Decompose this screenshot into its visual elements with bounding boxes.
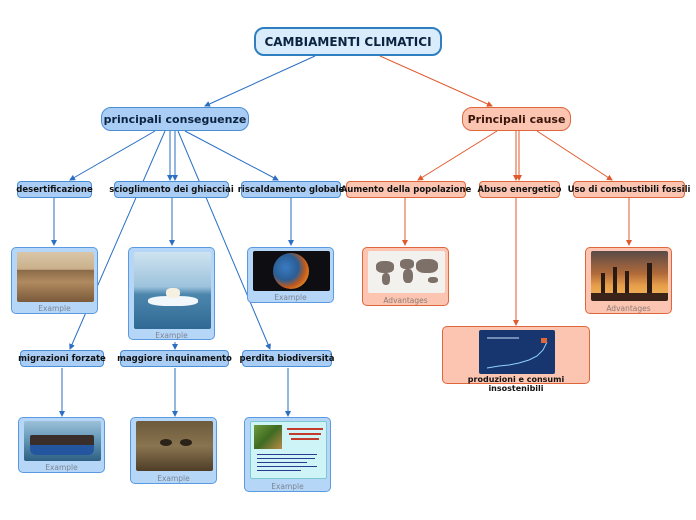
energy-chart-image (479, 330, 555, 374)
smoking-chimneys-image (591, 251, 668, 301)
image-caption: Example (271, 482, 304, 491)
subtopic-aumento-popolazione[interactable]: Aumento della popolazione (341, 181, 471, 198)
subtopic-label: scioglimento dei ghiacciai (109, 184, 234, 195)
burning-earth-image (253, 251, 330, 291)
subtopic-scioglimento-ghiacciai[interactable]: scioglimento dei ghiacciai (109, 181, 234, 198)
subtopic-riscaldamento-globale[interactable]: riscaldamento globale (238, 181, 344, 198)
image-card-inquinamento[interactable]: Example (130, 417, 217, 484)
image-card-desertificazione[interactable]: Example (11, 247, 98, 314)
image-card-scioglimento[interactable]: Example (128, 247, 215, 340)
image-caption: produzioni e consumi insostenibili (467, 375, 565, 393)
polar-bear-image (134, 252, 211, 329)
image-caption: Example (38, 304, 71, 313)
image-card-popolazione[interactable]: Advantages (362, 247, 449, 306)
subtopic-label: Aumento della popolazione (340, 184, 472, 195)
subtopic-maggiore-inquinamento[interactable]: maggiore inquinamento (117, 350, 232, 367)
subtopic-label: Uso di combustibili fossili (567, 184, 691, 195)
subtopic-migrazioni-forzate[interactable]: migrazioni forzate (18, 350, 106, 367)
consequences-topic-label: principali conseguenze (103, 112, 247, 126)
consequences-topic[interactable]: principali conseguenze (101, 107, 249, 131)
migrant-boat-image (24, 421, 101, 461)
image-caption: Example (157, 474, 190, 483)
subtopic-desertificazione[interactable]: desertificazione (16, 181, 93, 198)
image-caption: Example (155, 331, 188, 340)
image-card-migrazioni[interactable]: Example (18, 417, 105, 473)
world-map-image (368, 251, 445, 293)
polluted-eye-image (136, 421, 213, 471)
image-card-riscaldamento[interactable]: Example (247, 247, 334, 303)
subtopic-label: Abuso energetico (477, 184, 562, 195)
causes-topic[interactable]: Principali cause (462, 107, 571, 131)
cracked-desert-image (17, 252, 94, 302)
image-card-abuso-energetico[interactable]: produzioni e consumi insostenibili (442, 326, 590, 393)
energy-chart-graphic (486, 337, 548, 369)
biodiversity-slide-image (250, 421, 327, 479)
subtopic-label: perdita biodiversità (239, 353, 335, 364)
subtopic-label: desertificazione (16, 184, 93, 195)
image-caption: Example (45, 463, 78, 472)
image-card-combustibili[interactable]: Advantages (585, 247, 672, 314)
subtopic-abuso-energetico[interactable]: Abuso energetico (477, 181, 562, 198)
root-topic-label: CAMBIAMENTI CLIMATICI (264, 34, 432, 49)
subtopic-combustibili-fossili[interactable]: Uso di combustibili fossili (568, 181, 690, 198)
subtopic-label: maggiore inquinamento (117, 353, 232, 364)
causes-topic-label: Principali cause (467, 112, 566, 126)
image-caption: Advantages (606, 304, 651, 313)
subtopic-label: riscaldamento globale (237, 184, 345, 195)
subtopic-perdita-biodiversita[interactable]: perdita biodiversità (239, 350, 335, 367)
image-caption: Advantages (383, 296, 428, 305)
image-card-biodiversita[interactable]: Example (244, 417, 331, 492)
root-topic[interactable]: CAMBIAMENTI CLIMATICI (254, 27, 442, 56)
subtopic-label: migrazioni forzate (18, 353, 106, 364)
image-caption: Example (274, 293, 307, 302)
